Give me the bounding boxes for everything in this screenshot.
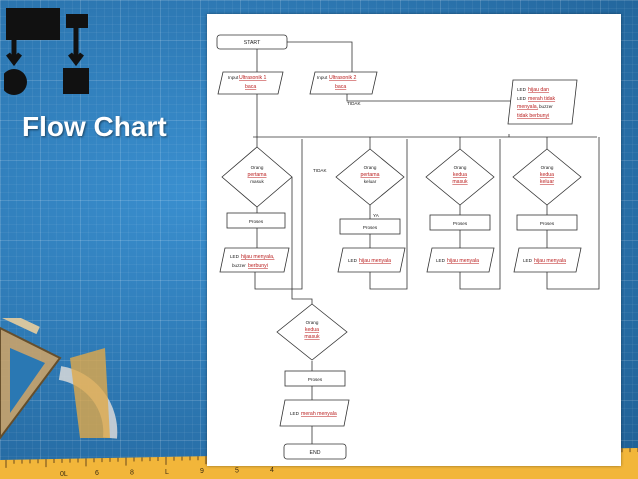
ruler-number: 8 xyxy=(130,470,134,477)
ledoff-line5: menyala, xyxy=(517,104,538,110)
out1-line1: LED xyxy=(230,254,240,259)
output-hijau-buzzer xyxy=(219,247,290,273)
out1-line2: hijau menyala, xyxy=(241,254,274,260)
d1-line3: masuk xyxy=(250,179,264,184)
d4-line1: Orang xyxy=(541,165,554,170)
ledoff-line1: LED xyxy=(517,87,527,92)
process-label-2: Proses xyxy=(363,225,378,230)
flowchart-diagram: START Input Ultrasonik 1 baca Input Ultr… xyxy=(216,34,600,460)
d5-line3: masuk xyxy=(304,334,320,340)
ruler-number: 9 xyxy=(200,468,204,475)
drafting-tools-illustration xyxy=(0,318,118,440)
input1-line1: Input xyxy=(228,75,239,80)
output-led-off xyxy=(507,79,578,125)
out1-line3: buzzer xyxy=(232,263,246,268)
start-terminal xyxy=(216,34,288,50)
decision-orang-kedua-masuk-2 xyxy=(276,303,348,361)
d2-line1: Orang xyxy=(364,165,377,170)
d4-line3: keluar xyxy=(540,179,554,185)
input1-line2: Ultrasonik 1 xyxy=(239,75,267,81)
d5-line1: Orang xyxy=(306,320,319,325)
d4-line2: kedua xyxy=(540,172,554,178)
output-merah xyxy=(279,399,350,427)
d5-line2: kedua xyxy=(305,327,319,333)
input2-line2: Ultrasonik 2 xyxy=(329,75,357,81)
output-hijau-2 xyxy=(337,247,406,273)
input-ultrasonik-2 xyxy=(309,71,378,95)
slide-title: Flow Chart xyxy=(22,111,167,142)
ledoff-line3: LED xyxy=(517,96,527,101)
flowchart-paper: START Input Ultrasonik 1 baca Input Ultr… xyxy=(207,14,621,466)
outh2-line1: LED xyxy=(348,258,358,263)
ruler-number: 0L xyxy=(60,471,68,478)
outh4-line2: hijau menyala xyxy=(534,258,566,264)
decision-orang-pertama-masuk xyxy=(221,146,293,208)
outh4-line1: LED xyxy=(523,258,533,263)
input2-line3: baca xyxy=(335,84,346,90)
ruler-number: 5 xyxy=(235,468,239,475)
process-box-4 xyxy=(516,214,578,231)
ledoff-line6: buzzer xyxy=(539,104,553,109)
d2-line3: keluar xyxy=(364,179,377,184)
ledoff-line4: merah tidak xyxy=(528,96,556,102)
out1-line4: berbunyi xyxy=(248,263,268,269)
input1-line3: baca xyxy=(245,84,256,90)
ruler-number: 4 xyxy=(270,467,274,474)
decision-orang-kedua-keluar xyxy=(512,148,582,206)
ruler-number: L xyxy=(165,469,169,476)
tidak-label-mid: TIDAK xyxy=(313,168,327,173)
output-hijau-3 xyxy=(426,247,495,273)
outm-line1: LED xyxy=(290,411,300,416)
decision-orang-pertama-keluar xyxy=(335,148,405,206)
input2-line1: Input xyxy=(317,75,328,80)
input-ultrasonik-1 xyxy=(217,71,284,95)
d3-line1: Orang xyxy=(454,165,467,170)
process-label-5: Proses xyxy=(308,377,323,382)
tidak-label-top: TIDAK xyxy=(347,101,361,106)
process-box-1 xyxy=(226,212,286,229)
process-label-3: Proses xyxy=(453,221,468,226)
decision-orang-kedua-masuk xyxy=(425,148,495,206)
outh3-line2: hijau menyala xyxy=(447,258,479,264)
end-terminal xyxy=(283,443,347,460)
ya-label: YA xyxy=(373,213,380,218)
d2-line2: pertama xyxy=(360,172,379,178)
process-label-1: Proses xyxy=(249,219,264,224)
process-label-4: Proses xyxy=(540,221,555,226)
start-label: START xyxy=(244,40,261,46)
flowchart-icon xyxy=(4,8,89,95)
outm-line2: merah menyala xyxy=(301,411,337,417)
outh3-line1: LED xyxy=(436,258,446,263)
d3-line3: masuk xyxy=(452,179,468,185)
output-hijau-4 xyxy=(513,247,582,273)
d1-line2: pertama xyxy=(247,172,266,178)
ledoff-line7: tidak berbunyi xyxy=(517,113,549,119)
outh2-line2: hijau menyala xyxy=(359,258,391,264)
ruler-numbers: 0L 6 8 L 9 5 4 xyxy=(60,467,274,478)
process-box-2 xyxy=(339,218,401,235)
process-box-5 xyxy=(284,370,346,387)
d3-line2: kedua xyxy=(453,172,467,178)
d1-line1: Orang xyxy=(251,165,264,170)
end-label: END xyxy=(310,450,321,456)
process-box-3 xyxy=(429,214,491,231)
ledoff-line2: hijau dan xyxy=(528,87,549,93)
ruler-number: 6 xyxy=(95,470,99,477)
